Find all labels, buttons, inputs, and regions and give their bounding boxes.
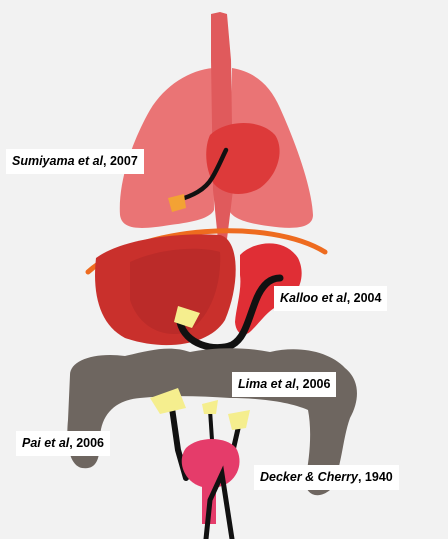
liver bbox=[95, 234, 236, 345]
annotation-year: , 2006 bbox=[296, 377, 331, 391]
annotation-author: Lima et al bbox=[238, 377, 296, 391]
annotation-sumiyama: Sumiyama et al, 2007 bbox=[6, 149, 144, 174]
annotation-author: Kalloo et al bbox=[280, 291, 347, 305]
annotation-year: , 2004 bbox=[347, 291, 382, 305]
annotation-lima: Lima et al, 2006 bbox=[232, 372, 336, 397]
annotation-year: , 2007 bbox=[103, 154, 138, 168]
annotation-decker: Decker & Cherry, 1940 bbox=[254, 465, 399, 490]
annotation-year: , 1940 bbox=[358, 470, 393, 484]
left-lung bbox=[120, 68, 214, 228]
annotation-pai: Pai et al, 2006 bbox=[16, 431, 110, 456]
annotation-author: Sumiyama et al bbox=[12, 154, 103, 168]
annotation-year: , 2006 bbox=[69, 436, 104, 450]
annotation-author: Pai et al bbox=[22, 436, 69, 450]
annotation-kalloo: Kalloo et al, 2004 bbox=[274, 286, 387, 311]
annotation-author: Decker & Cherry bbox=[260, 470, 358, 484]
